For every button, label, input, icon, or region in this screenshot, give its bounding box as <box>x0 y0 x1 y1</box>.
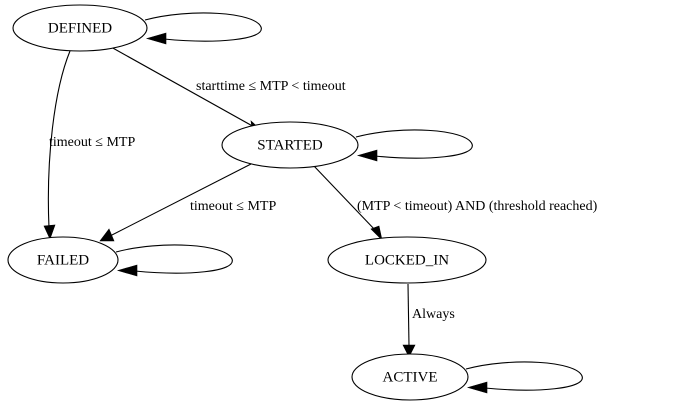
edge-defined-self-loop[interactable] <box>144 12 262 45</box>
node-defined-label: DEFINED <box>48 20 112 36</box>
edge-started-to-failed-path <box>109 163 252 237</box>
edge-defined-to-failed-arrowhead <box>43 224 56 240</box>
edge-started-to-failed[interactable] <box>99 163 252 242</box>
node-locked-in-shape <box>327 236 487 284</box>
edge-defined-to-started-path <box>110 46 257 129</box>
edge-defined-self-loop-arrowhead <box>145 32 167 45</box>
node-active[interactable]: ACTIVE <box>351 353 469 401</box>
edge-failed-self-loop[interactable] <box>115 244 233 277</box>
edge-locked-in-to-active[interactable] <box>402 283 416 358</box>
edge-started-to-failed-arrowhead <box>99 228 115 242</box>
node-started-shape <box>221 121 359 169</box>
edge-started-self-loop-arrowhead <box>356 149 378 162</box>
node-started[interactable]: STARTED <box>221 121 359 169</box>
edge-locked-in-to-active-path <box>407 283 410 347</box>
edge-defined-to-failed[interactable] <box>43 50 71 240</box>
edge-label-started-to-locked-in: (MTP < timeout) AND (threshold reached) <box>357 199 598 214</box>
edge-started-to-locked-in[interactable] <box>312 164 383 241</box>
node-failed-shape <box>7 236 119 284</box>
edge-active-self-loop[interactable] <box>465 361 583 394</box>
node-failed-label: FAILED <box>37 252 89 268</box>
edge-label-defined-to-started: starttime ≤ MTP < timeout <box>196 79 346 94</box>
edge-locked-in-to-active-arrowhead <box>402 344 416 358</box>
edge-failed-self-loop-arrowhead <box>116 264 138 277</box>
node-active-shape <box>351 353 469 401</box>
node-locked-in[interactable]: LOCKED_IN <box>327 236 487 284</box>
edge-active-self-loop-arrowhead <box>466 381 488 394</box>
edge-label-defined-to-failed: timeout ≤ MTP <box>49 135 135 150</box>
edge-started-to-locked-in-arrowhead <box>370 225 383 241</box>
node-defined[interactable]: DEFINED <box>12 4 148 52</box>
node-active-label: ACTIVE <box>383 369 438 385</box>
edge-defined-to-failed-path <box>47 50 71 229</box>
edge-label-started-to-failed: timeout ≤ MTP <box>190 199 276 214</box>
edge-failed-self-loop-path <box>115 244 233 274</box>
edge-started-self-loop[interactable] <box>355 129 473 162</box>
node-started-label: STARTED <box>257 137 323 153</box>
edge-defined-self-loop-path <box>144 12 262 42</box>
edge-active-self-loop-path <box>465 361 583 391</box>
edge-label-locked-in-to-active: Always <box>412 307 455 322</box>
node-locked-in-label: LOCKED_IN <box>365 252 449 268</box>
edge-started-to-locked-in-path <box>312 164 377 232</box>
node-failed[interactable]: FAILED <box>7 236 119 284</box>
edge-started-self-loop-path <box>355 129 473 159</box>
node-defined-shape <box>12 4 148 52</box>
